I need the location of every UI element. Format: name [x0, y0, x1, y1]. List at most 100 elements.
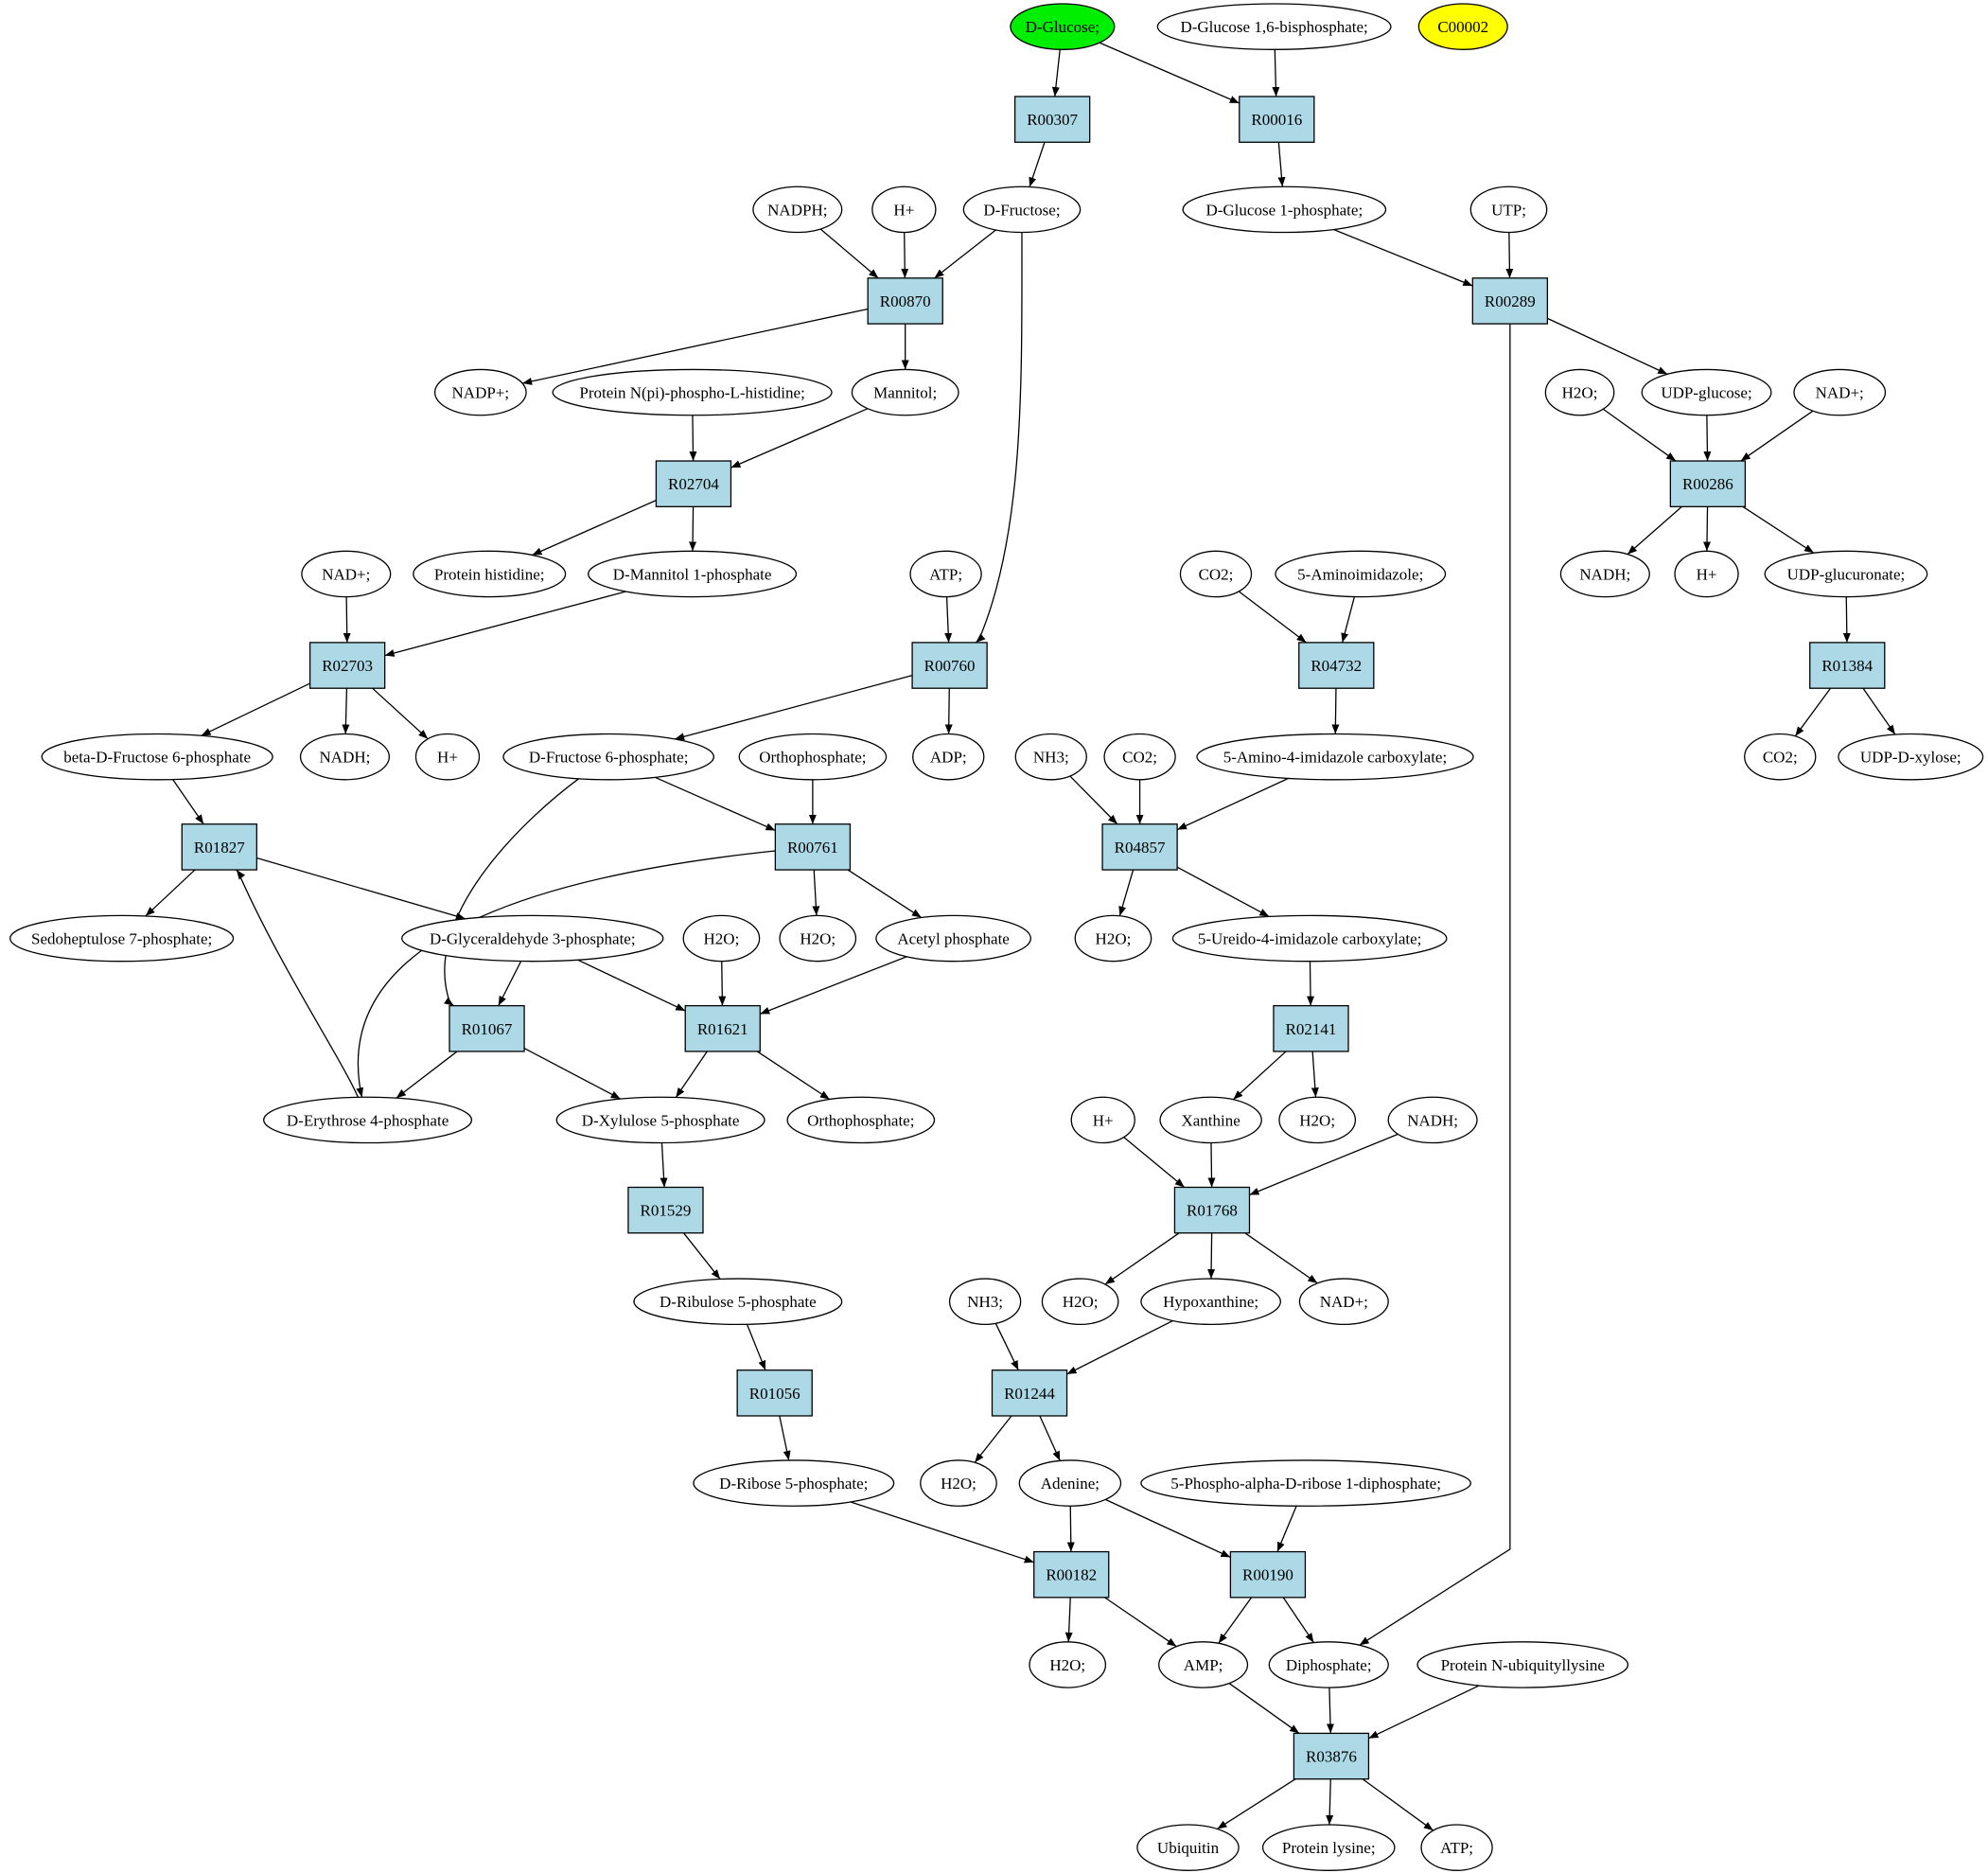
- compound-label: D-Glucose;: [1026, 18, 1100, 36]
- compound-node-ubiquityllysine[interactable]: Protein N-ubiquityllysine: [1416, 1641, 1629, 1688]
- reaction-node-r04732[interactable]: R04732: [1298, 642, 1375, 689]
- compound-node-h2o-6[interactable]: H2O;: [1041, 1278, 1119, 1326]
- compound-node-co2-2[interactable]: CO2;: [1103, 733, 1176, 781]
- reaction-node-r00182[interactable]: R00182: [1033, 1550, 1110, 1599]
- compound-node-h2o-5[interactable]: H2O;: [1278, 1096, 1357, 1144]
- reaction-node-r00286[interactable]: R00286: [1669, 460, 1747, 507]
- reaction-node-r04857[interactable]: R04857: [1101, 823, 1178, 871]
- compound-node-atp-1[interactable]: ATP;: [909, 550, 982, 598]
- edge-r01621-to-orthophosphate_2: [756, 1051, 831, 1101]
- edge-r01056-to-ribose5p: [779, 1415, 791, 1461]
- compound-node-fructose[interactable]: D-Fructose;: [962, 186, 1082, 234]
- compound-node-nadh-2[interactable]: NADH;: [299, 733, 391, 781]
- reaction-node-r01768[interactable]: R01768: [1173, 1186, 1251, 1234]
- reaction-node-r01056[interactable]: R01056: [736, 1369, 813, 1417]
- compound-node-h2o-4[interactable]: H2O;: [1074, 914, 1152, 963]
- compound-node-glucose[interactable]: D-Glucose;: [1010, 3, 1116, 50]
- reaction-node-r01529[interactable]: R01529: [627, 1186, 704, 1234]
- reaction-node-r00016[interactable]: R00016: [1239, 96, 1315, 143]
- compound-node-nad-2[interactable]: NAD+;: [301, 550, 392, 598]
- reaction-box: [449, 1004, 525, 1052]
- compound-node-beta-fructose6p[interactable]: beta-D-Fructose 6-phosphate: [41, 733, 273, 781]
- compound-node-udp-glucose[interactable]: UDP-glucose;: [1641, 368, 1772, 416]
- reaction-node-r01384[interactable]: R01384: [1809, 642, 1886, 689]
- compound-shape: [1417, 3, 1508, 50]
- compound-shape: [1074, 914, 1152, 963]
- compound-node-orthophosphate-1[interactable]: Orthophosphate;: [738, 733, 888, 781]
- compound-node-nadp[interactable]: NADP+;: [433, 368, 527, 416]
- compound-label: Sedoheptulose 7-phosphate;: [31, 930, 212, 948]
- reaction-node-r02703[interactable]: R02703: [308, 642, 386, 689]
- compound-node-co2-3[interactable]: CO2;: [1744, 733, 1817, 781]
- compound-node-h2o-3[interactable]: H2O;: [779, 914, 857, 963]
- compound-node-sedoheptulose7p[interactable]: Sedoheptulose 7-phosphate;: [9, 914, 235, 963]
- reaction-node-r00307[interactable]: R00307: [1013, 96, 1091, 143]
- compound-node-mannitol[interactable]: Mannitol;: [851, 368, 959, 416]
- compound-node-adp[interactable]: ADP;: [912, 733, 985, 781]
- compound-node-g3p[interactable]: D-Glyceraldehyde 3-phosphate;: [401, 914, 664, 963]
- compound-node-ureido[interactable]: 5-Ureido-4-imidazole carboxylate;: [1171, 914, 1448, 963]
- compound-node-nad-1[interactable]: NAD+;: [1793, 368, 1887, 416]
- compound-node-c00002[interactable]: C00002: [1417, 3, 1508, 50]
- compound-node-nadh-1[interactable]: NADH;: [1559, 550, 1650, 598]
- compound-node-h-4[interactable]: H+: [1070, 1096, 1135, 1144]
- reaction-node-r01827[interactable]: R01827: [181, 823, 257, 871]
- reaction-node-r00760[interactable]: R00760: [911, 642, 988, 689]
- compound-node-prpp[interactable]: 5-Phospho-alpha-D-ribose 1-diphosphate;: [1140, 1459, 1471, 1507]
- compound-node-diphosphate[interactable]: Diphosphate;: [1268, 1641, 1389, 1688]
- compound-node-xanthine[interactable]: Xanthine: [1159, 1096, 1262, 1144]
- reaction-node-r02141[interactable]: R02141: [1273, 1004, 1349, 1052]
- reaction-node-r01621[interactable]: R01621: [684, 1004, 761, 1052]
- compound-node-h2o-1[interactable]: H2O;: [1544, 368, 1615, 416]
- compound-node-protein-lysine[interactable]: Protein lysine;: [1261, 1824, 1396, 1871]
- compound-node-adenine[interactable]: Adenine;: [1018, 1459, 1122, 1507]
- reaction-node-r00870[interactable]: R00870: [867, 277, 943, 325]
- compound-node-co2-1[interactable]: CO2;: [1179, 550, 1253, 598]
- reaction-node-r01067[interactable]: R01067: [449, 1004, 525, 1052]
- compound-node-utp[interactable]: UTP;: [1469, 186, 1548, 234]
- compound-node-udp-glucuronate[interactable]: UDP-glucuronate;: [1764, 550, 1928, 598]
- compound-node-glucose16bp[interactable]: D-Glucose 1,6-bisphosphate;: [1156, 3, 1392, 50]
- compound-node-ribose5p[interactable]: D-Ribose 5-phosphate;: [693, 1459, 895, 1507]
- compound-node-h-3[interactable]: H+: [414, 733, 481, 781]
- compound-node-h2o-2[interactable]: H2O;: [682, 914, 761, 963]
- reaction-node-r03876[interactable]: R03876: [1293, 1732, 1370, 1780]
- compound-node-orthophosphate-2[interactable]: Orthophosphate;: [786, 1096, 936, 1144]
- compound-node-ubiquitin[interactable]: Ubiquitin: [1136, 1824, 1240, 1871]
- compound-node-nadh-3[interactable]: NADH;: [1387, 1096, 1478, 1144]
- compound-node-ribulose5p[interactable]: D-Ribulose 5-phosphate: [633, 1278, 843, 1326]
- compound-label: H2O;: [800, 930, 836, 948]
- compound-label: UDP-D-xylose;: [1860, 749, 1962, 767]
- compound-node-protein-phospho-his[interactable]: Protein N(pi)-phospho-L-histidine;: [552, 368, 833, 416]
- compound-node-glucose1p[interactable]: D-Glucose 1-phosphate;: [1182, 186, 1387, 234]
- reaction-node-r02704[interactable]: R02704: [655, 460, 732, 507]
- compound-node-hypoxanthine[interactable]: Hypoxanthine;: [1140, 1278, 1281, 1326]
- reaction-node-r00289[interactable]: R00289: [1471, 277, 1549, 325]
- compound-node-xylulose5p[interactable]: D-Xylulose 5-phosphate: [555, 1096, 765, 1144]
- compound-node-acetyl-phosphate[interactable]: Acetyl phosphate: [875, 914, 1032, 963]
- reaction-node-r01244[interactable]: R01244: [991, 1369, 1068, 1417]
- compound-node-nh3-2[interactable]: NH3;: [948, 1278, 1022, 1326]
- compound-node-h-2[interactable]: H+: [1674, 550, 1739, 598]
- compound-node-amp[interactable]: AMP;: [1158, 1641, 1249, 1688]
- edge-r00761-to-acetyl_phosphate: [847, 869, 923, 919]
- compound-node-aminoimidazole[interactable]: 5-Aminoimidazole;: [1275, 550, 1447, 598]
- compound-node-mannitol1p[interactable]: D-Mannitol 1-phosphate: [588, 550, 798, 598]
- compound-node-protein-histidine[interactable]: Protein histidine;: [413, 550, 567, 598]
- compound-node-udp-xylose[interactable]: UDP-D-xylose;: [1838, 733, 1984, 781]
- compound-node-nadph[interactable]: NADPH;: [752, 186, 843, 234]
- compound-node-erythrose4p[interactable]: D-Erythrose 4-phosphate: [263, 1096, 473, 1144]
- reaction-box: [308, 642, 386, 689]
- compound-node-h-1[interactable]: H+: [871, 186, 937, 234]
- compound-node-fructose6p[interactable]: D-Fructose 6-phosphate;: [502, 733, 715, 781]
- compound-node-aica[interactable]: 5-Amino-4-imidazole carboxylate;: [1196, 733, 1474, 781]
- compound-node-nh3-1[interactable]: NH3;: [1014, 733, 1087, 781]
- compound-node-nad-3[interactable]: NAD+;: [1298, 1278, 1389, 1326]
- compound-label: Xanthine: [1181, 1111, 1240, 1129]
- compound-node-h2o-8[interactable]: H2O;: [1029, 1641, 1107, 1688]
- compound-node-h2o-7[interactable]: H2O;: [920, 1459, 997, 1507]
- reaction-node-r00761[interactable]: R00761: [774, 823, 852, 871]
- edge-r00286-to-udp_glucuronate: [1742, 505, 1815, 554]
- reaction-node-r00190[interactable]: R00190: [1229, 1550, 1307, 1599]
- compound-node-atp-2[interactable]: ATP;: [1420, 1824, 1493, 1871]
